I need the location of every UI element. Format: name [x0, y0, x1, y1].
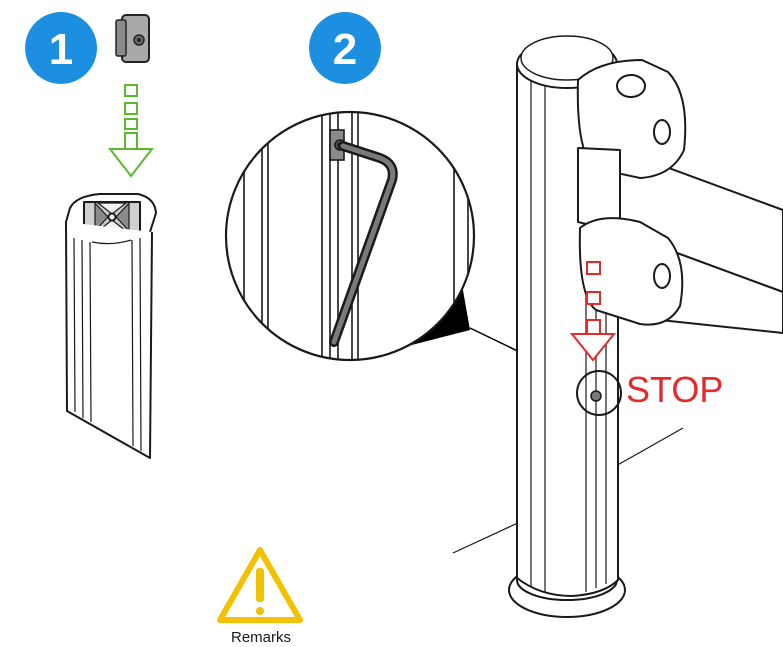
t-slot-nut-icon: [115, 14, 150, 63]
step-2-number: 2: [333, 25, 357, 74]
hex-key-icon: [329, 141, 398, 347]
warning-icon: [217, 547, 303, 623]
screw-marker: [576, 370, 622, 416]
connector-blocks: [576, 59, 687, 326]
aluminium-profile: [65, 193, 157, 459]
insert-arrow: [107, 84, 155, 178]
stop-label: STOP: [626, 369, 723, 410]
floor-lines: [452, 427, 684, 554]
detail-magnifier: [224, 110, 476, 362]
step-2-badge-circle: [309, 12, 381, 84]
remarks-label: Remarks: [231, 629, 291, 646]
stop-arrow: [569, 261, 617, 362]
step-1-number: 1: [49, 25, 73, 74]
step-1-badge-circle: [25, 12, 97, 84]
step-2-badge: 2: [309, 12, 381, 84]
step-1-badge: 1: [25, 12, 97, 84]
